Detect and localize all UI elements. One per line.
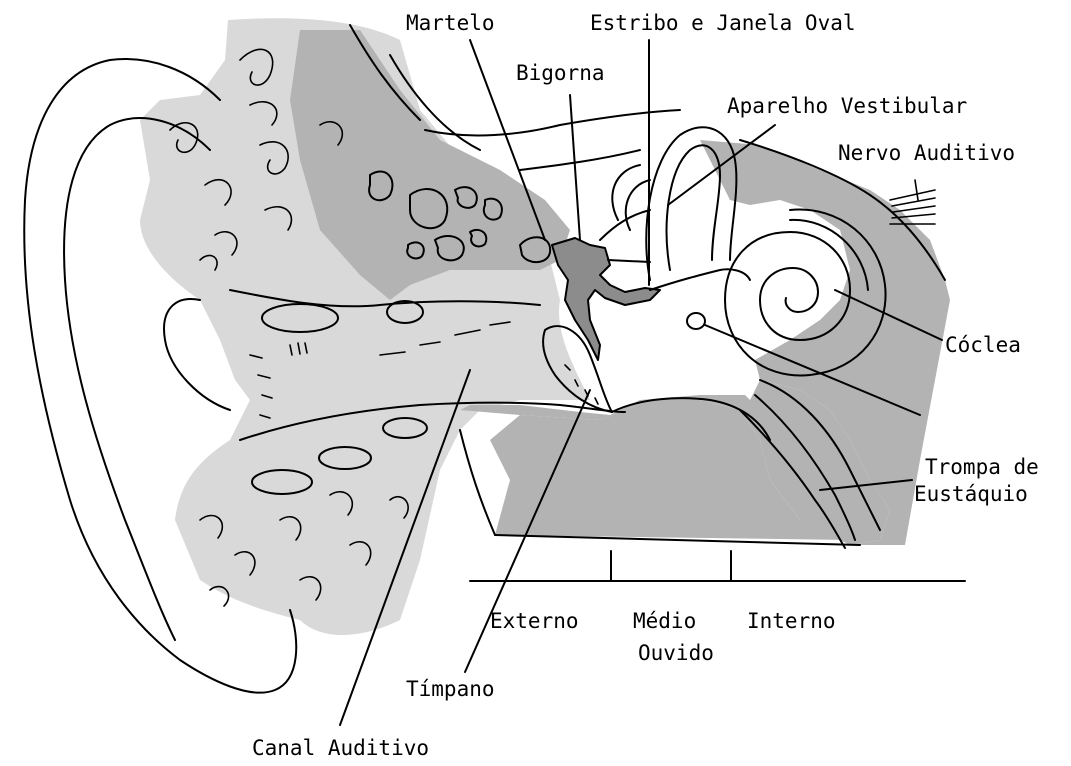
label-aparelho: Aparelho Vestibular (727, 94, 967, 118)
canal-lower-skin (460, 430, 495, 535)
label-canal: Canal Auditivo (252, 736, 429, 760)
section-ouvido: Ouvido (638, 641, 714, 665)
section-scale (470, 551, 965, 581)
label-timpano: Tímpano (406, 677, 495, 701)
label-estribo: Estribo e Janela Oval (590, 11, 856, 35)
auditory-nerve-fibers (890, 180, 935, 224)
middle-ear-line (608, 260, 650, 262)
label-martelo: Martelo (406, 11, 495, 35)
section-externo: Externo (490, 609, 579, 633)
round-window (687, 313, 705, 329)
semicircular-canal-inner (667, 145, 720, 270)
label-nervo: Nervo Auditivo (838, 141, 1015, 165)
label-trompa-2: Eustáquio (914, 482, 1028, 506)
label-coclea: Cóclea (945, 333, 1021, 357)
label-bigorna: Bigorna (516, 61, 605, 85)
section-interno: Interno (747, 609, 836, 633)
leader-bigorna (570, 95, 580, 240)
upper-bone-line (425, 110, 680, 135)
section-medio: Médio (633, 609, 696, 633)
upper-bone-line-2 (520, 150, 640, 170)
label-trompa-1: Trompa de (925, 455, 1039, 479)
vestibule-outline (650, 269, 750, 290)
